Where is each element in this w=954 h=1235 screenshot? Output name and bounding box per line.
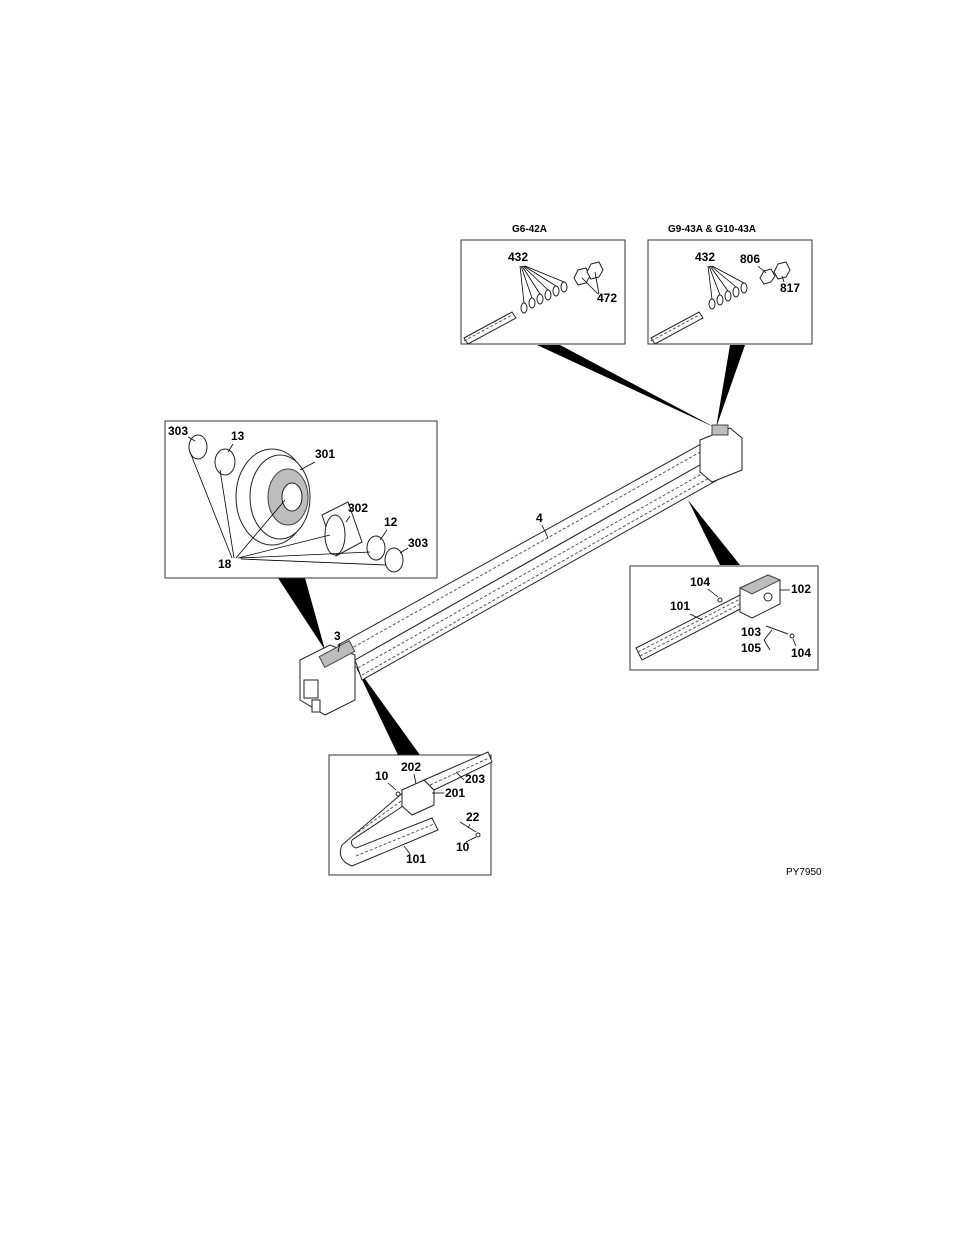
chain-right-label-104-top: 104: [690, 575, 710, 589]
wheel-label-303-bottom: 303: [408, 536, 428, 550]
wheel-label-302: 302: [348, 501, 368, 515]
wheel-label-13: 13: [231, 429, 245, 443]
inset-chain-right-parts: [635, 574, 795, 661]
inset-chain-loop-parts: [339, 751, 493, 867]
chain-loop-label-202: 202: [401, 760, 421, 774]
callout-wedge-b: [716, 345, 745, 428]
inset-b-label-806: 806: [740, 252, 760, 266]
wheel-label-303-top: 303: [168, 424, 188, 438]
main-label-4: 4: [536, 511, 543, 525]
inset-a-title: G6-42A: [512, 224, 547, 235]
inset-b-label-817: 817: [780, 281, 800, 295]
chain-right-label-105: 105: [741, 641, 761, 655]
chain-right-label-103: 103: [741, 625, 761, 639]
chain-loop-label-203: 203: [465, 772, 485, 786]
chain-loop-label-201: 201: [445, 786, 465, 800]
wheel-label-301: 301: [315, 447, 335, 461]
inset-a-label-432: 432: [508, 250, 528, 264]
chain-loop-label-10-bottom: 10: [456, 840, 470, 854]
inset-chain-right-frame: [629, 565, 819, 671]
inset-b-title: G9-43A & G10-43A: [668, 224, 756, 235]
inset-a-bolt-stack: [463, 261, 604, 345]
chain-right-label-102: 102: [791, 582, 811, 596]
callout-wedge-chain-c: [688, 500, 740, 565]
figure-code: PY7950: [786, 867, 822, 878]
main-label-3: 3: [334, 629, 341, 643]
wheel-label-18: 18: [218, 557, 232, 571]
inset-b-label-432: 432: [695, 250, 715, 264]
inset-a-label-472: 472: [597, 291, 617, 305]
chain-right-label-101: 101: [670, 599, 690, 613]
inset-b-bolt-stack: [650, 261, 791, 345]
wheel-label-12: 12: [384, 515, 398, 529]
callout-wedge-wheel: [278, 578, 325, 650]
chain-right-label-104-bottom: 104: [791, 646, 811, 660]
chain-loop-label-10-top: 10: [375, 769, 389, 783]
callout-wedge-chain-d: [355, 665, 420, 755]
callout-wedge-a: [537, 345, 716, 428]
chain-loop-label-22: 22: [466, 810, 480, 824]
chain-loop-label-101: 101: [406, 852, 426, 866]
inset-wheel-parts: [188, 434, 404, 573]
main-rail-assembly: [299, 424, 743, 716]
